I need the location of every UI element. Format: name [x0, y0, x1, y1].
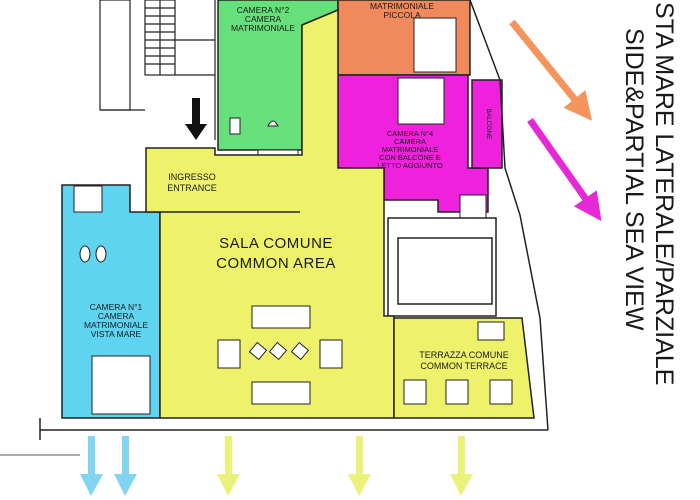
room-4: CAMERA N°4 CAMERA MATRIMONIALE CON BALCO… [337, 74, 489, 226]
room-3: MATRIMONIALE PICCOLA [337, 0, 471, 76]
sea-view-label-2: SIDE&PARTIAL SEA VIEW [620, 28, 648, 331]
cyan-arrow-icon [80, 436, 137, 496]
common-area-label-2: COMMON AREA [216, 255, 336, 272]
room-1-label-3: MATRIMONIALE [84, 320, 148, 330]
entrance-label-1: INGRESSO [168, 172, 216, 182]
terrace: TERRAZZA COMUNE COMMON TERRACE [393, 317, 535, 419]
common-area-label-1: SALA COMUNE [219, 235, 333, 252]
room-4-label-2: CAMERA [394, 137, 426, 146]
entrance-label-2: ENTRANCE [167, 183, 217, 193]
room-2-label-3: MATRIMONIALE [231, 23, 295, 33]
terrace-label-2: COMMON TERRACE [420, 361, 507, 371]
exterior-wall [0, 0, 549, 456]
sea-view-label: STA MARE LATERALE/PARZIALE SIDE&PARTIAL … [620, 2, 678, 385]
sea-view-label-1: STA MARE LATERALE/PARZIALE [650, 2, 678, 385]
view-arrows [80, 19, 602, 496]
service-area [387, 217, 497, 317]
balcony-label: BALCONE [485, 108, 492, 140]
room-3-label-2: PICCOLA [383, 10, 421, 20]
room-4-label-5: LETTO AGGIUNTO [377, 161, 443, 170]
balcony: BALCONE [471, 79, 503, 169]
room-1: CAMERA N°1 CAMERA MATRIMONIALE VISTA MAR… [61, 184, 161, 419]
room-4-label-4: CON BALCONE E [379, 153, 441, 162]
room-1-label-1: CAMERA N°1 [90, 302, 143, 312]
room-4-label-3: MATRIMONIALE [382, 145, 439, 154]
yellow-arrow-icon [217, 436, 473, 496]
room-1-label-4: VISTA MARE [91, 329, 142, 339]
staircase [99, 0, 216, 140]
entrance-arrow [185, 98, 207, 140]
room-3-label-1: MATRIMONIALE [370, 1, 434, 11]
room-2-label-1: CAMERA N°2 [237, 5, 290, 15]
room-1-label-2: CAMERA [98, 311, 135, 321]
common-area: INGRESSO ENTRANCE SALA COMUNE COMMON ARE… [145, 8, 395, 419]
terrace-label-1: TERRAZZA COMUNE [419, 350, 509, 360]
room-4-label-1: CAMERA N°4 [387, 129, 433, 138]
room-2-label-2: CAMERA [245, 14, 282, 24]
magenta-arrow-icon [527, 117, 602, 222]
orange-arrow-icon [509, 19, 593, 121]
